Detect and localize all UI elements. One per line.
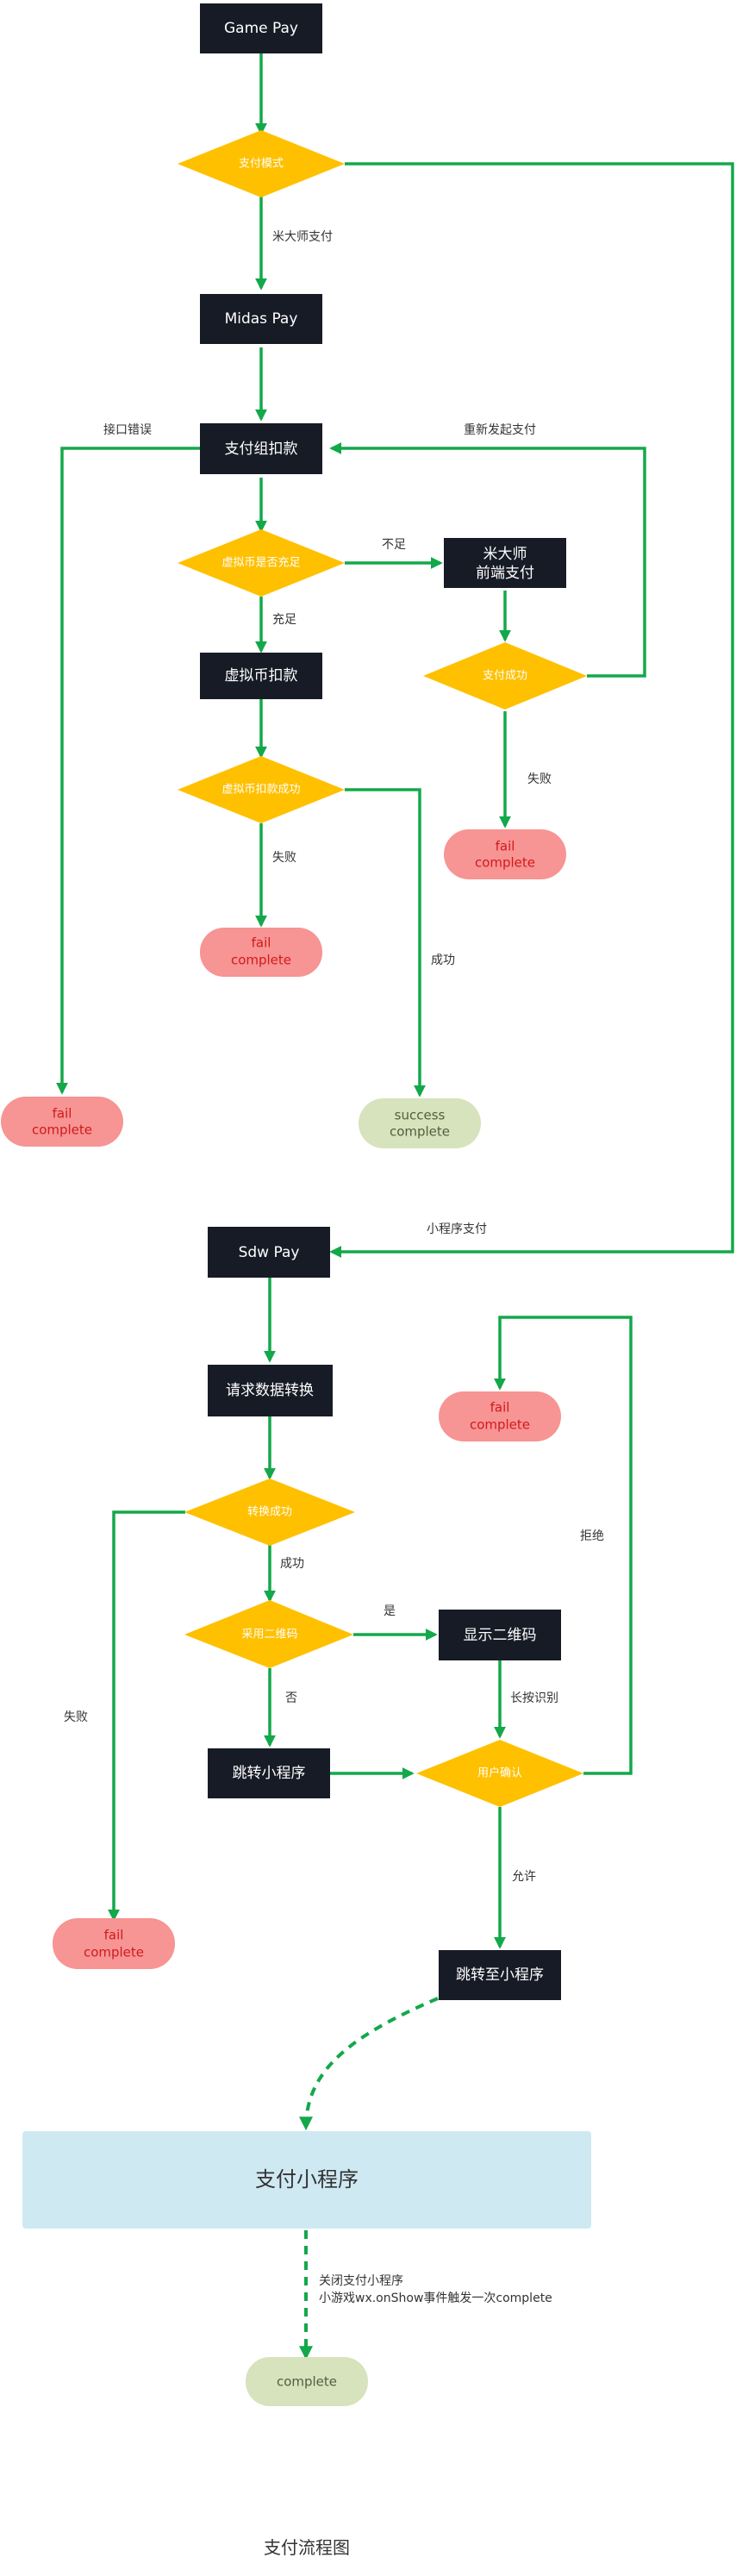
edge-paysuccess-retry xyxy=(329,442,646,678)
node-pay-miniprogram: 支付小程序 xyxy=(22,2131,591,2229)
node-complete: complete xyxy=(246,2357,368,2406)
node-midas-pay: Midas Pay xyxy=(200,294,322,344)
node-game-pay-label: Game Pay xyxy=(224,20,298,37)
edge-labels: 米大师支付 接口错误 重新发起支付 不足 充足 失败 失败 成功 小程序支付 成… xyxy=(64,230,604,2305)
label-fail-1: 失败 xyxy=(527,772,552,786)
edges xyxy=(56,53,734,2360)
node-fail-d: fail complete xyxy=(439,1391,561,1441)
node-request-convert-label: 请求数据转换 xyxy=(226,1382,314,1399)
edge-coinsuccess-success xyxy=(345,788,426,1097)
node-fail-e-line2: complete xyxy=(84,1945,144,1960)
label-convert-fail: 失败 xyxy=(64,1710,88,1724)
node-jumped-miniprogram: 跳转至小程序 xyxy=(439,1950,561,2000)
node-user-confirm: 用户确认 xyxy=(416,1740,583,1807)
node-midas-frontend: 米大师 前端支付 xyxy=(444,538,566,588)
node-show-qrcode-label: 显示二维码 xyxy=(464,1627,537,1644)
label-fail-2: 失败 xyxy=(272,851,296,865)
node-pay-group-deduct: 支付组扣款 xyxy=(200,423,322,474)
node-fail-d-line2: complete xyxy=(470,1417,530,1433)
node-fail-b: fail complete xyxy=(200,928,322,977)
node-fail-d-line1: fail xyxy=(490,1400,510,1416)
label-yes: 是 xyxy=(384,1604,396,1618)
node-pay-miniprogram-label: 支付小程序 xyxy=(255,2167,359,2191)
node-midas-frontend-line1: 米大师 xyxy=(483,546,527,563)
node-fail-b-line2: complete xyxy=(231,953,291,968)
node-fail-c-line1: fail xyxy=(53,1106,72,1122)
node-jumped-miniprogram-label: 跳转至小程序 xyxy=(456,1966,544,1984)
label-insufficient: 不足 xyxy=(382,538,406,552)
node-request-convert: 请求数据转换 xyxy=(208,1365,333,1416)
edge-deduct-fail xyxy=(56,447,200,1095)
label-sufficient: 充足 xyxy=(272,613,296,627)
nodes: Game Pay 支付模式 Midas Pay 支付组扣款 虚拟币是否充足 米大… xyxy=(1,3,591,2406)
node-fail-c-line2: complete xyxy=(32,1122,92,1138)
node-sdw-pay: Sdw Pay xyxy=(208,1227,330,1278)
node-use-qrcode: 采用二维码 xyxy=(184,1600,353,1668)
label-no: 否 xyxy=(285,1691,297,1705)
node-pay-mode-label: 支付模式 xyxy=(239,158,284,171)
node-pay-success: 支付成功 xyxy=(423,642,587,710)
node-coin-enough-label: 虚拟币是否充足 xyxy=(221,556,300,570)
edge-confirm-reject xyxy=(494,1316,633,1775)
node-fail-e: fail complete xyxy=(53,1918,175,1969)
node-fail-e-line1: fail xyxy=(104,1928,124,1943)
node-midas-pay-label: Midas Pay xyxy=(225,310,298,328)
node-jump-miniprogram-label: 跳转小程序 xyxy=(233,1765,306,1782)
node-sdw-pay-label: Sdw Pay xyxy=(239,1244,300,1261)
node-coin-deduct-label: 虚拟币扣款 xyxy=(225,667,298,685)
edge-paymode-sdw xyxy=(329,162,734,1258)
label-retry-pay: 重新发起支付 xyxy=(464,423,536,437)
label-close-line1: 关闭支付小程序 xyxy=(319,2274,403,2288)
label-mini-program-pay: 小程序支付 xyxy=(427,1222,487,1236)
node-pay-mode: 支付模式 xyxy=(178,130,345,197)
node-midas-frontend-line2: 前端支付 xyxy=(476,565,534,582)
diagram-caption: 支付流程图 xyxy=(264,2537,350,2558)
node-coin-enough: 虚拟币是否充足 xyxy=(178,529,345,597)
node-complete-label: complete xyxy=(277,2374,337,2390)
node-use-qrcode-label: 采用二维码 xyxy=(241,1629,297,1641)
node-coin-deduct: 虚拟币扣款 xyxy=(200,653,322,699)
node-fail-a-line2: complete xyxy=(475,855,535,871)
node-pay-success-label: 支付成功 xyxy=(483,670,527,683)
node-coin-deduct-success-label: 虚拟币扣款成功 xyxy=(221,784,300,797)
node-fail-a-line1: fail xyxy=(496,839,515,854)
node-show-qrcode: 显示二维码 xyxy=(439,1610,561,1660)
label-interface-error: 接口错误 xyxy=(103,422,152,437)
edge-convert-fail xyxy=(108,1510,185,1922)
node-user-confirm-label: 用户确认 xyxy=(477,1766,522,1780)
node-success-line1: success xyxy=(395,1108,446,1123)
node-game-pay: Game Pay xyxy=(200,3,322,53)
node-coin-deduct-success: 虚拟币扣款成功 xyxy=(178,756,345,823)
label-success: 成功 xyxy=(431,953,455,967)
node-success-complete: success complete xyxy=(359,1098,481,1148)
node-success-line2: complete xyxy=(390,1124,450,1140)
label-close-line2: 小游戏wx.onShow事件触发一次complete xyxy=(319,2292,552,2305)
node-fail-c: fail complete xyxy=(1,1097,123,1147)
node-fail-b-line1: fail xyxy=(252,935,271,951)
node-pay-group-deduct-label: 支付组扣款 xyxy=(225,441,298,458)
node-jump-miniprogram: 跳转小程序 xyxy=(208,1748,330,1798)
label-convert-success: 成功 xyxy=(280,1557,304,1571)
edge-jumped-paymini xyxy=(299,1997,439,2131)
label-allow: 允许 xyxy=(512,1870,536,1884)
label-midas-pay: 米大师支付 xyxy=(272,230,333,244)
node-fail-a: fail complete xyxy=(444,829,566,879)
label-long-press: 长按识别 xyxy=(510,1691,558,1705)
label-reject: 拒绝 xyxy=(580,1529,604,1543)
node-convert-success: 转换成功 xyxy=(184,1479,355,1546)
node-convert-success-label: 转换成功 xyxy=(247,1506,292,1519)
